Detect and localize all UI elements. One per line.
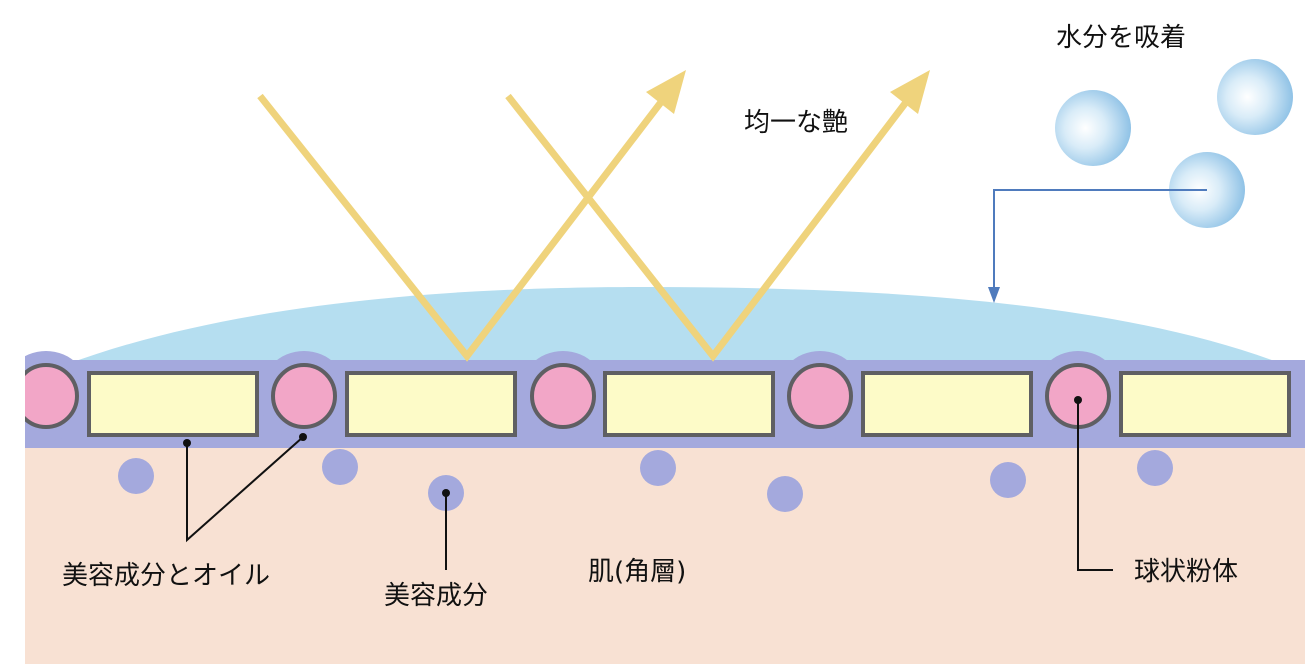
water-spheres: [1055, 59, 1293, 228]
beauty-dot: [118, 458, 154, 494]
leader-lines: [186, 400, 1113, 571]
leader-dots: [183, 396, 1082, 497]
oil-block: [861, 371, 1033, 437]
ray-arrowheads: [646, 70, 930, 114]
beauty-dot: [767, 476, 803, 512]
pink-sphere: [787, 363, 853, 429]
pink-sphere: [530, 363, 596, 429]
oil-block: [603, 371, 775, 437]
water-pointer: [988, 189, 1207, 303]
light-rays: [257, 90, 916, 362]
oil-block: [1119, 371, 1291, 437]
light-ray: [257, 90, 671, 362]
water-sphere: [1055, 90, 1131, 166]
beauty-dots: [118, 449, 1173, 512]
coating-layer: [65, 287, 1285, 365]
leader-powder: [1077, 400, 1113, 571]
beauty-dot: [1137, 450, 1173, 486]
arrowhead: [890, 70, 930, 114]
pink-spheres: [13, 363, 1111, 429]
pink-sphere: [271, 363, 337, 429]
beauty-dot: [322, 449, 358, 485]
beauty-dot: [990, 462, 1026, 498]
oil-block: [87, 371, 259, 437]
label-spherical-powder: 球状粉体: [1134, 557, 1239, 587]
label-beauty-and-oil: 美容成分とオイル: [62, 561, 271, 591]
leader-oil: [186, 436, 304, 543]
light-ray: [505, 90, 916, 362]
beauty-dot: [640, 450, 676, 486]
arrowhead: [646, 70, 686, 114]
oil-block: [345, 371, 517, 437]
label-water-absorb: 水分を吸着: [1056, 23, 1187, 53]
oil-blocks: [87, 371, 1291, 437]
label-beauty-ingredient: 美容成分: [384, 581, 489, 611]
water-sphere: [1217, 59, 1293, 135]
label-even-gloss: 均一な艶: [744, 108, 849, 138]
label-skin: 肌(角層): [588, 557, 687, 587]
